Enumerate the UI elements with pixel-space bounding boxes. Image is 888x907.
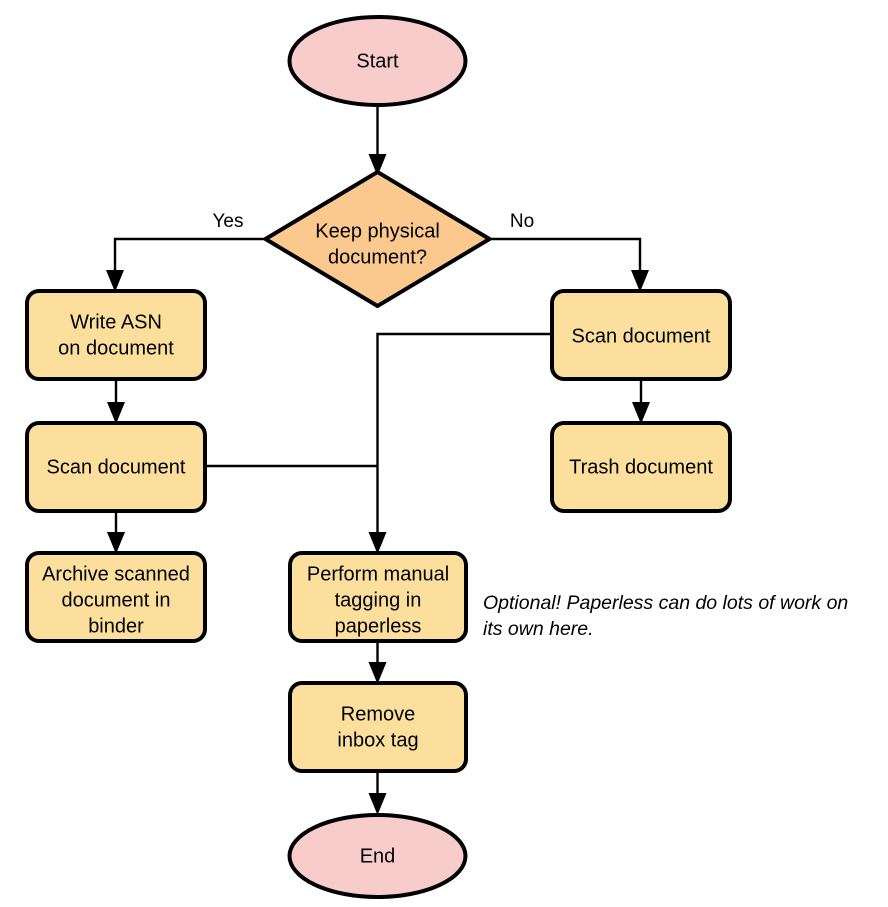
node-trash-document-label: Trash document: [569, 456, 713, 478]
node-remove-inbox-label-line2: inbox tag: [337, 729, 418, 751]
edge-line: [490, 237, 642, 281]
edge-decision-to-write-asn: Yes: [106, 211, 265, 292]
edge-layer: Yes No: [106, 105, 650, 815]
arrowhead-icon: [368, 532, 387, 554]
end-ellipse[interactable]: [287, 813, 468, 899]
scan-document-right-box[interactable]: [550, 289, 732, 381]
annotation-layer: Optional! Paperless can do lots of work …: [483, 592, 848, 640]
arrowhead-icon: [107, 532, 125, 554]
node-archive-label-line3: binder: [88, 615, 144, 637]
node-scan-document-left-label: Scan document: [47, 456, 186, 478]
arrowhead-icon: [368, 662, 387, 684]
edge-label-yes: Yes: [213, 211, 244, 232]
node-archive-scanned-document[interactable]: Archive scanned document in binder: [25, 551, 207, 643]
node-perform-manual-tagging[interactable]: Perform manual tagging in paperless: [288, 551, 468, 643]
edge-line: [113, 237, 265, 281]
node-archive-label-line2: document in: [62, 589, 171, 611]
node-scan-document-right-label: Scan document: [572, 325, 711, 347]
node-remove-inbox-tag[interactable]: Remove inbox tag: [288, 681, 468, 773]
optional-note-line2: its own here.: [483, 618, 594, 640]
trash-document-box[interactable]: [550, 421, 732, 513]
node-write-asn-label-line2: on document: [58, 337, 174, 359]
edge-scan-right-to-trash: [632, 379, 650, 424]
node-end-label: End: [360, 845, 396, 867]
node-layer: Start Keep physical document? Write ASN …: [25, 15, 732, 899]
edge-line: [376, 332, 552, 543]
scan-document-left-box[interactable]: [25, 421, 207, 513]
write-asn-box[interactable]: [25, 289, 207, 381]
node-decision-keep-physical-document[interactable]: Keep physical document?: [263, 170, 492, 308]
node-scan-document-left[interactable]: Scan document: [25, 421, 207, 513]
optional-note-line1: Optional! Paperless can do lots of work …: [483, 592, 848, 614]
arrowhead-icon: [106, 270, 124, 292]
node-start-label: Start: [356, 50, 399, 72]
node-trash-document[interactable]: Trash document: [550, 421, 732, 513]
node-start[interactable]: Start: [287, 15, 468, 107]
node-remove-inbox-label-line1: Remove: [341, 703, 415, 725]
edge-remove-inbox-to-end: [368, 771, 387, 815]
edge-manual-tagging-to-remove-inbox: [368, 641, 387, 684]
decision-diamond[interactable]: [263, 170, 492, 308]
edge-decision-to-scan-right: No: [490, 211, 649, 292]
node-write-asn-label-line1: Write ASN: [70, 311, 162, 333]
arrowhead-icon: [368, 793, 387, 815]
node-manual-tagging-label-line3: paperless: [335, 615, 422, 637]
arrowhead-icon: [632, 402, 650, 424]
edge-label-no: No: [510, 211, 534, 232]
manual-tagging-box[interactable]: [288, 551, 468, 643]
arrowhead-icon: [631, 270, 649, 292]
edge-scan-right-to-manual-tagging: [368, 332, 552, 554]
node-end[interactable]: End: [287, 813, 468, 899]
node-scan-document-right[interactable]: Scan document: [550, 289, 732, 381]
node-archive-label-line1: Archive scanned: [42, 563, 190, 585]
node-manual-tagging-label-line2: tagging in: [335, 589, 422, 611]
start-ellipse[interactable]: [287, 15, 468, 107]
node-decision-label-line1: Keep physical: [315, 220, 440, 242]
arrowhead-icon: [368, 154, 387, 176]
edge-start-to-decision: [368, 105, 387, 176]
edge-scan-left-to-archive: [107, 511, 125, 554]
node-manual-tagging-label-line1: Perform manual: [307, 563, 449, 585]
arrowhead-icon: [107, 402, 125, 424]
remove-inbox-tag-box[interactable]: [288, 681, 468, 773]
edge-write-asn-to-scan-left: [107, 379, 125, 424]
archive-box[interactable]: [25, 551, 207, 643]
node-write-asn[interactable]: Write ASN on document: [25, 289, 207, 381]
node-decision-label-line2: document?: [328, 246, 427, 268]
